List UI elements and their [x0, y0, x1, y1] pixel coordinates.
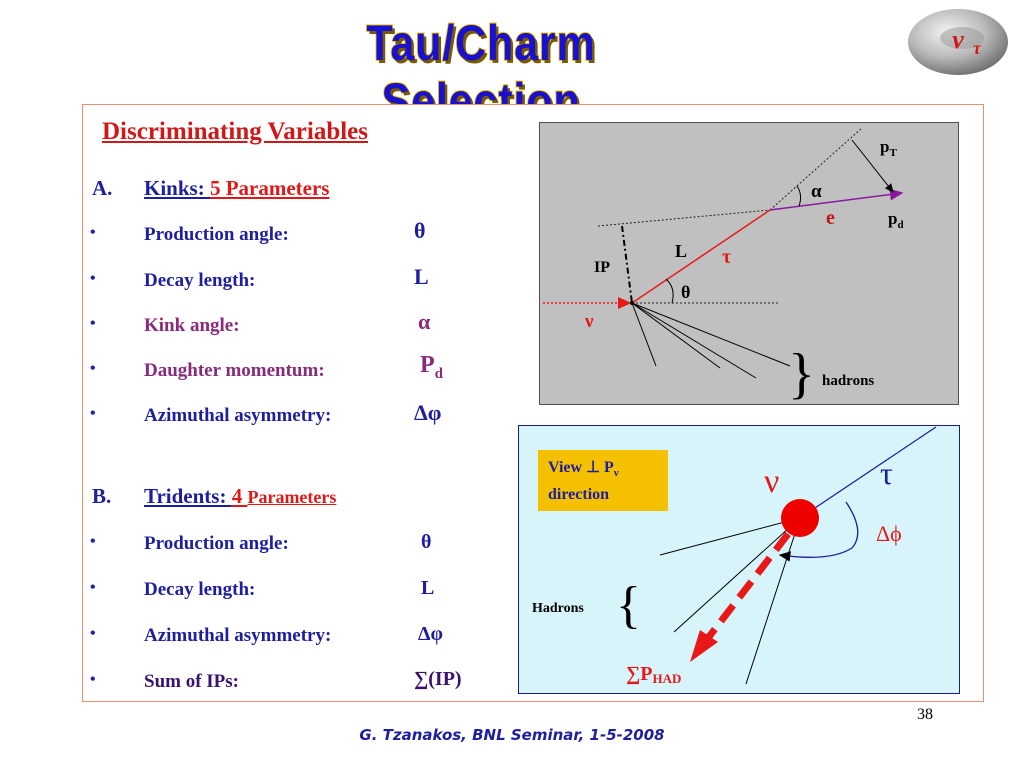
hadron-track: [631, 302, 721, 369]
delta-phi-arc: [778, 501, 859, 562]
theta-symbol: θ: [421, 531, 432, 553]
phad-label: ∑PHAD: [626, 663, 681, 686]
view-perp-label: View ⊥ Pν: [548, 459, 619, 479]
pd-label: pd: [888, 209, 904, 231]
ip-reference-line: [597, 209, 771, 227]
decay-length-label: L: [675, 241, 687, 261]
bullet: •: [90, 405, 96, 422]
vertex-marker: [781, 499, 819, 537]
logo-tau-subscript: τ: [973, 38, 982, 58]
alpha-label: α: [811, 181, 822, 202]
kink-diagram-panel: [539, 122, 959, 405]
decay-length-label: Decay length:: [144, 270, 256, 291]
pd-subscript: d: [434, 365, 444, 382]
theta-arc: [665, 278, 674, 304]
torus-logo-graphic: ν τ: [908, 9, 1008, 75]
kink-angle-label: Kink angle:: [144, 315, 240, 336]
neutrino-label: ν: [584, 311, 594, 332]
pd-main: P: [420, 352, 435, 378]
production-angle-label: Production angle:: [144, 224, 289, 245]
tau-label: τ: [880, 455, 893, 491]
tau-label: τ: [722, 246, 731, 268]
section-a-title: Kinks: 5 Parameters: [144, 176, 329, 201]
phad-subscript: HAD: [652, 671, 681, 686]
pd-subscript: d: [897, 219, 903, 231]
section-a-marker: A.: [92, 176, 113, 200]
ip-label: IP: [594, 259, 610, 276]
section-b-count-num: 4: [231, 484, 248, 508]
view-subscript: ν: [613, 467, 619, 479]
alpha-arc: [796, 185, 802, 207]
section-a-label: Kinks:: [144, 176, 210, 200]
hadron-track: [745, 517, 801, 685]
hadron-track: [673, 517, 801, 633]
pt-label: pT: [880, 137, 897, 159]
tau-track: [631, 209, 771, 304]
daughter-momentum-label: Daughter momentum:: [144, 360, 325, 381]
view-direction-box: [538, 450, 668, 511]
length-symbol: L: [414, 264, 429, 289]
theta-symbol: θ: [414, 218, 426, 243]
pt-arrow: [851, 139, 894, 193]
theta-label: θ: [681, 282, 690, 302]
kink-extension-line: [769, 127, 863, 211]
alpha-symbol: α: [418, 309, 431, 334]
delta-phi-label: Δϕ: [876, 521, 902, 546]
phad-arrow-shaft: [702, 531, 791, 645]
section-a-count: 5 Parameters: [209, 176, 330, 200]
primary-vertex: [630, 301, 634, 305]
tau-track: [799, 426, 937, 519]
azimuthal-asymmetry-label: Azimuthal asymmetry:: [144, 405, 332, 426]
sum-ip-symbol: ∑(IP): [414, 668, 462, 690]
hadrons-brace: }: [788, 343, 815, 405]
logo-nu-symbol: ν: [952, 25, 964, 54]
bullet: •: [90, 224, 96, 241]
pt-main: p: [880, 137, 889, 156]
hadron-track: [659, 517, 801, 556]
bullet: •: [90, 270, 96, 287]
discriminating-variables-heading: Discriminating Variables: [102, 118, 368, 145]
bullet: •: [90, 315, 96, 332]
hadrons-brace: {: [616, 577, 641, 634]
hadron-track: [631, 302, 791, 367]
nu-tau-logo: ν τ: [906, 6, 1010, 78]
bullet: •: [90, 625, 96, 642]
phad-arrowhead: [690, 630, 718, 662]
pd-main: p: [888, 209, 897, 228]
electron-track: [769, 188, 904, 211]
bullet: •: [90, 533, 96, 550]
page-number: 38: [917, 706, 933, 723]
slide-title: Tau/Charm Selection: [366, 14, 596, 130]
section-b-count-word: Parameters: [247, 487, 337, 507]
hadron-track: [631, 302, 657, 367]
bullet: •: [90, 671, 96, 688]
phad-main: ∑P: [626, 663, 652, 685]
azimuthal-asymmetry-label: Azimuthal asymmetry:: [144, 625, 332, 646]
hadron-track: [631, 302, 757, 379]
hadrons-label: Hadrons: [532, 601, 584, 616]
impact-parameter-line: [621, 225, 633, 304]
decay-length-label: Decay length:: [144, 579, 256, 600]
length-symbol: L: [421, 577, 435, 599]
delta-phi-symbol: Δφ: [418, 623, 444, 645]
bullet: •: [90, 360, 96, 377]
delta-phi-symbol: Δφ: [414, 400, 442, 425]
section-b-label: Tridents:: [144, 484, 232, 508]
section-b-marker: B.: [92, 484, 112, 508]
pt-subscript: T: [889, 147, 897, 159]
footer-credit: G. Tzanakos, BNL Seminar, 1-5-2008: [359, 726, 665, 744]
production-angle-label: Production angle:: [144, 533, 289, 554]
view-text: View ⊥ P: [548, 459, 614, 476]
electron-label: e: [826, 207, 835, 229]
sum-of-ips-label: Sum of IPs:: [144, 671, 240, 692]
bullet: •: [90, 579, 96, 596]
section-b-title: Tridents: 4 Parameters: [144, 484, 336, 509]
hadrons-label: hadrons: [822, 373, 874, 389]
neutrino-label: ν: [764, 463, 779, 500]
pd-symbol: Pd: [420, 352, 443, 383]
direction-label: direction: [548, 486, 609, 503]
